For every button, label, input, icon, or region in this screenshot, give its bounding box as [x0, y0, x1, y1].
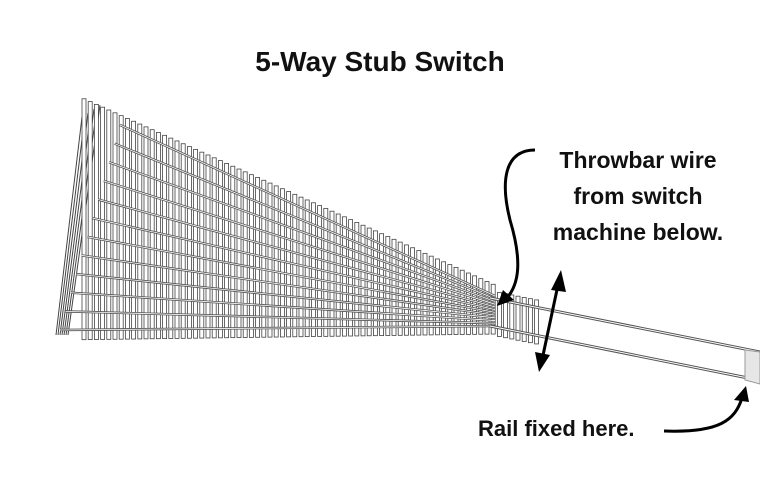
fan-rail-highlight [98, 199, 496, 308]
tie [137, 123, 143, 340]
tie [230, 165, 236, 339]
fan-rail-highlight [81, 255, 496, 316]
tie [118, 115, 124, 340]
tie [193, 148, 199, 339]
pad-rail [55, 116, 83, 336]
tie [224, 163, 230, 339]
tie [255, 177, 261, 338]
tie [236, 168, 242, 338]
tie [162, 134, 168, 339]
pad-rail [57, 114, 86, 336]
fan-rail-highlight [108, 161, 496, 302]
fan-rail-highlight [70, 292, 496, 321]
stub-rails [489, 296, 760, 385]
tie [248, 174, 254, 338]
tie [94, 103, 99, 340]
tie [242, 171, 248, 338]
tie [496, 292, 502, 337]
fan-rails [59, 123, 496, 332]
fan-rail-highlight [119, 124, 496, 297]
tie [534, 299, 539, 345]
fixed-rail-block [744, 349, 760, 385]
fan-rail-highlight [59, 325, 496, 331]
tie [87, 101, 93, 341]
tie [174, 140, 180, 339]
tie [205, 154, 211, 339]
pad-rail [61, 110, 92, 336]
tie [155, 132, 161, 340]
throwbar-annotation: Throwbar wire from switch machine below. [528, 142, 748, 250]
tie [199, 151, 205, 339]
throwbar-pointer-arrow [503, 148, 536, 302]
tie [515, 295, 521, 341]
fan-rail-highlight [114, 143, 496, 300]
throw-direction-arrow [540, 284, 560, 361]
tie [149, 129, 155, 340]
fan-rail-highlight [92, 217, 496, 311]
throwbar-line-3: machine below. [552, 219, 724, 245]
tie [106, 109, 112, 340]
tie [217, 160, 223, 339]
diagram-title: 5-Way Stub Switch [255, 46, 505, 77]
fan-rail-highlight [76, 273, 496, 319]
tie [112, 112, 118, 340]
fan-rail-highlight [87, 236, 496, 313]
tie [509, 294, 515, 340]
tie [131, 120, 137, 340]
headblock-pad [55, 104, 101, 336]
arrows [497, 148, 749, 433]
tie [100, 106, 105, 340]
tie [81, 98, 87, 341]
throwbar-line-2: from switch [573, 183, 703, 209]
throwbar-line-1: Throwbar wire [559, 147, 717, 173]
tie [521, 297, 527, 342]
tie [168, 137, 174, 339]
tie [528, 298, 533, 344]
tie [125, 118, 130, 340]
fan-rail-highlight [65, 310, 496, 324]
tie [143, 126, 149, 340]
rail-fixed-pointer-arrow [663, 397, 744, 433]
fan-rail-highlight [103, 180, 496, 305]
tie [186, 146, 192, 339]
tie [180, 143, 186, 339]
rail-fixed-annotation: Rail fixed here. [478, 416, 635, 441]
tie [211, 157, 217, 339]
